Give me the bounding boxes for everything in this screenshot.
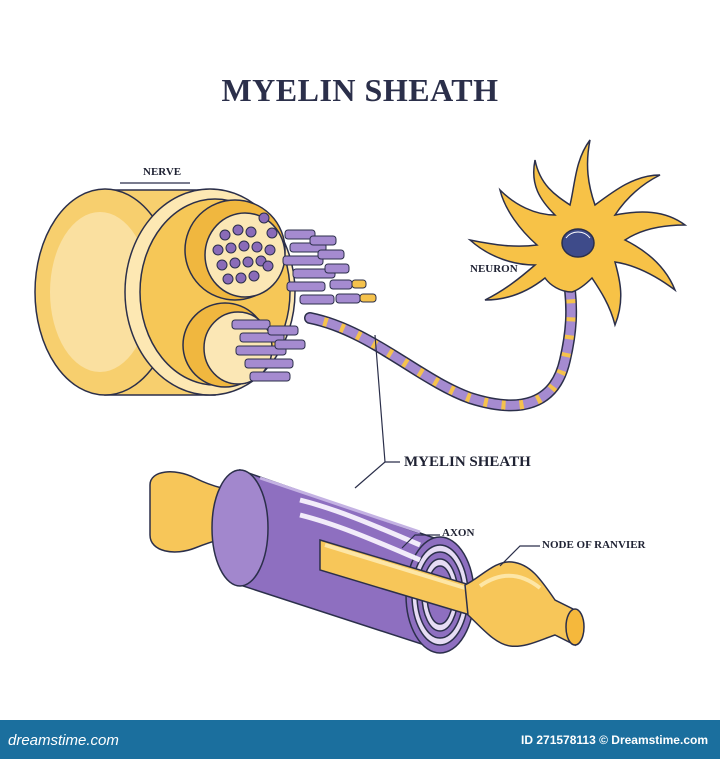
myelin-cutaway	[149, 468, 585, 654]
footer-bar: dreamstime.com ID 271578113 © Dreamstime…	[0, 720, 720, 759]
brand-logo[interactable]: dreamstime.com	[8, 732, 119, 749]
diagram-title: MYELIN SHEATH	[221, 72, 499, 108]
label-myelin-sheath: MYELIN SHEATH	[404, 454, 531, 470]
leader-lines	[120, 182, 540, 567]
label-nerve: NERVE	[143, 166, 182, 178]
label-axon: AXON	[442, 527, 475, 539]
label-neuron: NEURON	[470, 263, 518, 275]
label-node-of-ranvier: NODE OF RANVIER	[542, 539, 646, 551]
stock-id: ID 271578113 © Dreamstime.com	[521, 733, 708, 747]
axon-fiber	[304, 284, 578, 412]
neuron-illustration	[467, 139, 688, 328]
nerve-illustration	[34, 188, 377, 396]
